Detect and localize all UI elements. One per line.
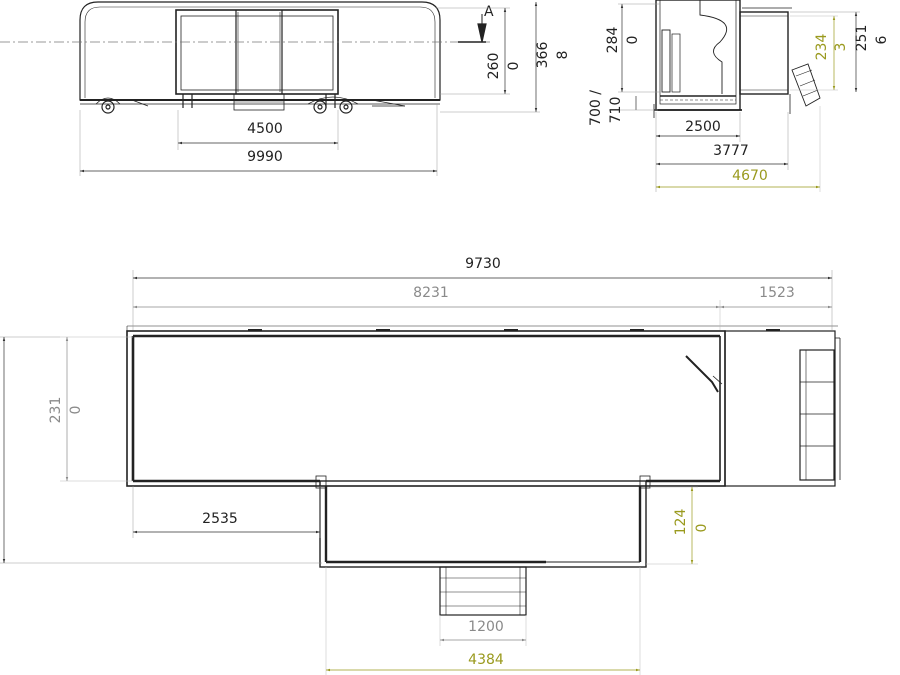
dim-side-overall-height-top: 366 [535,42,551,69]
end-door-profile [699,0,728,94]
dim-side-overall-height-bottom: 8 [555,51,571,60]
dim-side-height-a-top: 260 [486,53,502,80]
plan-rear-section [724,330,836,487]
dim-plan-slide-depth-top: 124 [673,509,689,536]
dim-plan-body-width-top: 231 [48,397,64,424]
dim-plan-overall-length: 9730 [465,256,501,272]
dim-end-right-height-top: 251 [854,25,870,52]
dim-side-slide-width: 4500 [247,121,283,137]
dim-side-overall-length: 9990 [247,149,283,165]
side-wheel [101,100,115,114]
side-wheel [313,100,327,114]
dim-end-olive-height-top: 234 [814,34,830,61]
plan-main-body [126,330,726,487]
dim-plan-body-width-bottom: 0 [68,406,84,415]
side-view [0,1,490,114]
end-body-outline [655,0,741,111]
plan-view-dimensions [0,270,833,675]
end-stair [791,63,821,107]
end-view-dimensions [618,3,860,192]
dim-plan-slide-offset: 2535 [202,511,238,527]
plan-rear-stair [799,349,835,481]
dim-plan-slide-depth-bottom: 0 [694,524,710,533]
dim-end-extended-width: 3777 [713,143,749,159]
plan-slideout [319,480,647,568]
dim-plan-rear-section-length: 1523 [759,285,795,301]
dim-plan-main-body-length: 8231 [413,285,449,301]
plan-front-stair [439,566,527,616]
dim-side-height-a-bottom: 0 [506,62,522,71]
dim-plan-slide-length: 4384 [468,652,504,668]
dim-end-inner-height-bottom: 0 [625,36,641,45]
end-extension-box [739,11,789,95]
side-slideout-box [175,9,339,95]
dim-end-inner-height-top: 284 [605,27,621,54]
side-body-outline [79,1,441,101]
section-marker-label: A [484,4,494,20]
dim-end-overall-width: 4670 [732,168,768,184]
side-wheel [339,100,353,114]
plan-view [126,325,841,616]
end-view [653,0,821,118]
dim-end-body-width: 2500 [685,119,721,135]
plan-interior-door [685,355,719,393]
dim-plan-stair-width: 1200 [468,619,504,635]
dim-end-right-height-bottom: 6 [874,35,890,44]
side-view-dimensions [79,1,540,176]
dim-end-olive-height-bottom: 3 [833,43,849,52]
side-body-inner-outline [84,6,436,98]
dim-end-floor-height-top: 700 / [588,90,604,126]
dim-end-floor-height-bottom: 710 [608,97,624,124]
